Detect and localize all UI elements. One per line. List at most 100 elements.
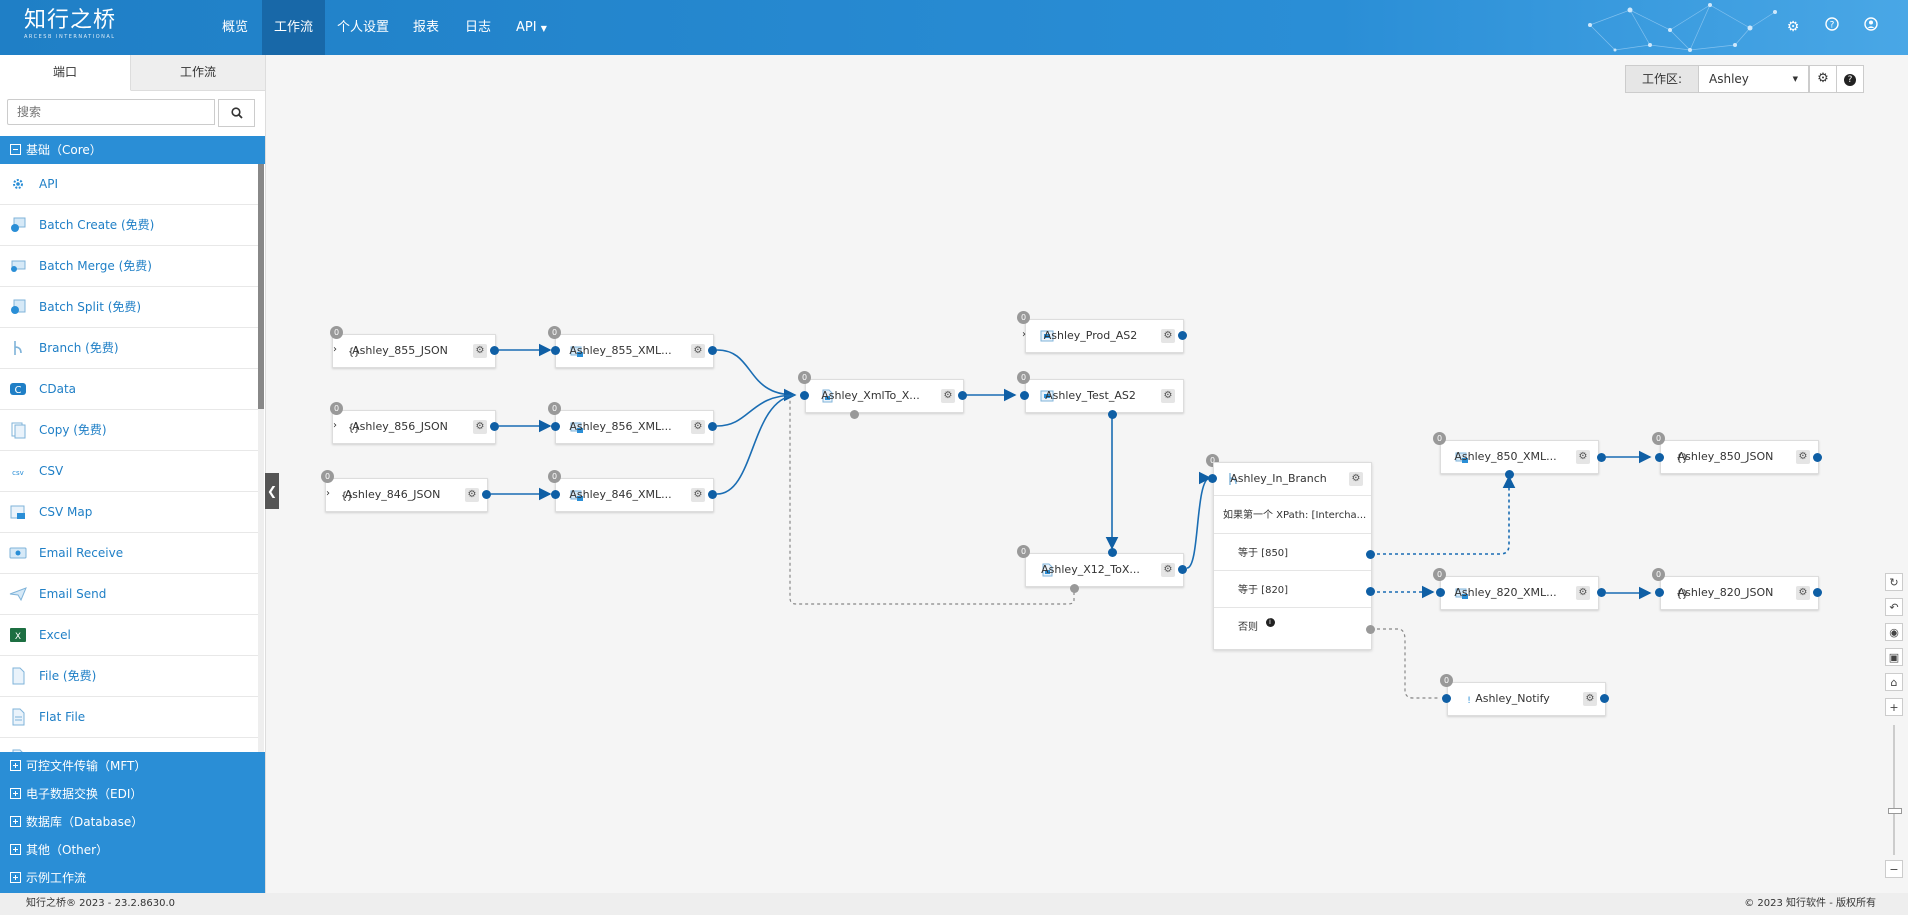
output-port[interactable] xyxy=(1178,331,1187,340)
chevron-right-icon[interactable]: › xyxy=(326,488,330,499)
input-port[interactable] xyxy=(1108,548,1117,557)
gear-icon[interactable]: ⚙ xyxy=(1796,450,1810,464)
workspace-settings-button[interactable]: ⚙ xyxy=(1809,65,1837,93)
category-edi-header[interactable]: 电子数据交换（EDI） xyxy=(0,780,265,808)
gear-icon[interactable]: ⚙ xyxy=(1349,472,1363,486)
port-item-cdata[interactable]: C CData xyxy=(0,369,258,410)
workspace-dropdown[interactable]: Ashley ▼ xyxy=(1699,65,1809,93)
gear-icon[interactable]: ⚙ xyxy=(1161,389,1175,403)
workflow-node[interactable]: Ashley_X12_ToX... ⚙ xyxy=(1025,553,1184,587)
port-item-api[interactable]: API xyxy=(0,164,258,205)
refresh-icon[interactable]: ↻ xyxy=(1885,573,1903,591)
workflow-node[interactable]: Ashley_850_XML... ⚙ xyxy=(1440,440,1599,474)
output-port[interactable] xyxy=(490,346,499,355)
input-port[interactable] xyxy=(1436,588,1445,597)
input-port[interactable] xyxy=(1208,474,1217,483)
undo-icon[interactable]: ↶ xyxy=(1885,598,1903,616)
gear-icon[interactable]: ⚙ xyxy=(1576,450,1590,464)
gear-icon[interactable]: ⚙ xyxy=(473,420,487,434)
category-other-header[interactable]: 其他（Other） xyxy=(0,836,265,864)
nav-profile[interactable]: 个人设置 xyxy=(337,20,390,35)
nav-workflow[interactable]: 工作流 xyxy=(262,0,326,55)
gear-icon[interactable]: ⚙ xyxy=(691,344,705,358)
workflow-node[interactable]: {} Ashley_846_JSON ⚙ xyxy=(325,478,488,512)
port-item-copy[interactable]: Copy (免费) xyxy=(0,410,258,451)
output-port[interactable] xyxy=(482,490,491,499)
output-port[interactable] xyxy=(708,490,717,499)
workspace-help-button[interactable]: ? xyxy=(1836,65,1864,93)
input-port[interactable] xyxy=(551,490,560,499)
port-item-flat-file[interactable]: Flat File xyxy=(0,697,258,738)
output-port[interactable] xyxy=(1597,453,1606,462)
tab-ports[interactable]: 端口 xyxy=(0,55,131,91)
output-port[interactable] xyxy=(708,346,717,355)
search-input[interactable] xyxy=(7,99,215,125)
collapse-sidebar-button[interactable]: ❮ xyxy=(265,473,279,509)
gear-icon[interactable]: ⚙ xyxy=(691,488,705,502)
gear-icon[interactable]: ⚙ xyxy=(1161,563,1175,577)
help-icon[interactable]: ? xyxy=(1821,16,1843,38)
category-mft-header[interactable]: 可控文件传输（MFT） xyxy=(0,752,265,780)
port-item-csv-map[interactable]: CSV Map xyxy=(0,492,258,533)
workflow-node[interactable]: ! Ashley_Notify ⚙ xyxy=(1447,682,1606,716)
eye-icon[interactable]: ◉ xyxy=(1885,623,1903,641)
workflow-node[interactable]: Ashley_855_XML... ⚙ xyxy=(555,334,714,368)
workflow-node[interactable]: Ashley_Test_AS2 ⚙ xyxy=(1025,379,1184,413)
output-port[interactable] xyxy=(1813,588,1822,597)
output-port[interactable] xyxy=(1178,565,1187,574)
output-port[interactable] xyxy=(490,422,499,431)
workflow-node[interactable]: Ashley_820_XML... ⚙ xyxy=(1440,576,1599,610)
tab-workflows[interactable]: 工作流 xyxy=(131,55,265,91)
brand-logo[interactable]: 知行之桥 ARCESB INTERNATIONAL xyxy=(24,8,134,46)
zoom-in-icon[interactable]: + xyxy=(1885,698,1903,716)
sidebar-scrollbar[interactable] xyxy=(258,164,264,752)
output-port[interactable] xyxy=(958,391,967,400)
nav-overview[interactable]: 概览 xyxy=(222,20,249,35)
else-output-port[interactable] xyxy=(1366,625,1375,634)
input-port[interactable] xyxy=(1505,470,1514,479)
case-output-port[interactable] xyxy=(1366,587,1375,596)
image-icon[interactable]: ▣ xyxy=(1885,648,1903,666)
workflow-node[interactable]: {} Ashley_855_JSON ⚙ xyxy=(332,334,496,368)
gear-icon[interactable]: ⚙ xyxy=(465,488,479,502)
nav-reports[interactable]: 报表 xyxy=(413,20,440,35)
scrollbar-thumb[interactable] xyxy=(258,164,264,409)
input-port[interactable] xyxy=(1020,391,1029,400)
gear-icon[interactable]: ⚙ xyxy=(1576,586,1590,600)
input-port[interactable] xyxy=(1442,694,1451,703)
output-port[interactable] xyxy=(1108,410,1117,419)
input-port[interactable] xyxy=(551,422,560,431)
category-database-header[interactable]: 数据库（Database） xyxy=(0,808,265,836)
input-port[interactable] xyxy=(551,346,560,355)
category-sample-header[interactable]: 示例工作流 xyxy=(0,864,265,892)
port-item-partial[interactable]: F... xyxy=(0,738,258,752)
chevron-right-icon[interactable]: › xyxy=(333,344,337,355)
port-item-batch-create[interactable]: Batch Create (免费) xyxy=(0,205,258,246)
port-item-branch[interactable]: Branch (免费) xyxy=(0,328,258,369)
port-item-email-receive[interactable]: Email Receive xyxy=(0,533,258,574)
gear-icon[interactable]: ⚙ xyxy=(1796,586,1810,600)
info-icon[interactable]: i xyxy=(1265,618,1275,627)
gear-icon[interactable]: ⚙ xyxy=(941,389,955,403)
port-item-batch-merge[interactable]: Batch Merge (免费) xyxy=(0,246,258,287)
category-core-header[interactable]: 基础（Core） xyxy=(0,136,265,164)
home-icon[interactable]: ⌂ xyxy=(1885,673,1903,691)
nav-logs[interactable]: 日志 xyxy=(465,20,492,35)
workflow-node[interactable]: Ashley_Prod_AS2 ⚙ xyxy=(1025,319,1184,353)
workflow-node[interactable]: {} Ashley_850_JSON ⚙ xyxy=(1660,440,1819,474)
gear-icon[interactable]: ⚙ xyxy=(691,420,705,434)
output-port[interactable] xyxy=(708,422,717,431)
input-port[interactable] xyxy=(1655,453,1664,462)
output-port[interactable] xyxy=(1813,453,1822,462)
search-button[interactable] xyxy=(218,99,255,127)
output-port[interactable] xyxy=(1597,588,1606,597)
error-port[interactable] xyxy=(1070,584,1079,593)
zoom-slider-handle[interactable] xyxy=(1888,808,1902,814)
port-item-excel[interactable]: X Excel xyxy=(0,615,258,656)
port-item-file[interactable]: File (免费) xyxy=(0,656,258,697)
chevron-right-icon[interactable]: › xyxy=(333,420,337,431)
input-port[interactable] xyxy=(1655,588,1664,597)
zoom-out-icon[interactable]: − xyxy=(1885,860,1903,878)
input-port[interactable] xyxy=(800,391,809,400)
error-port[interactable] xyxy=(850,410,859,419)
